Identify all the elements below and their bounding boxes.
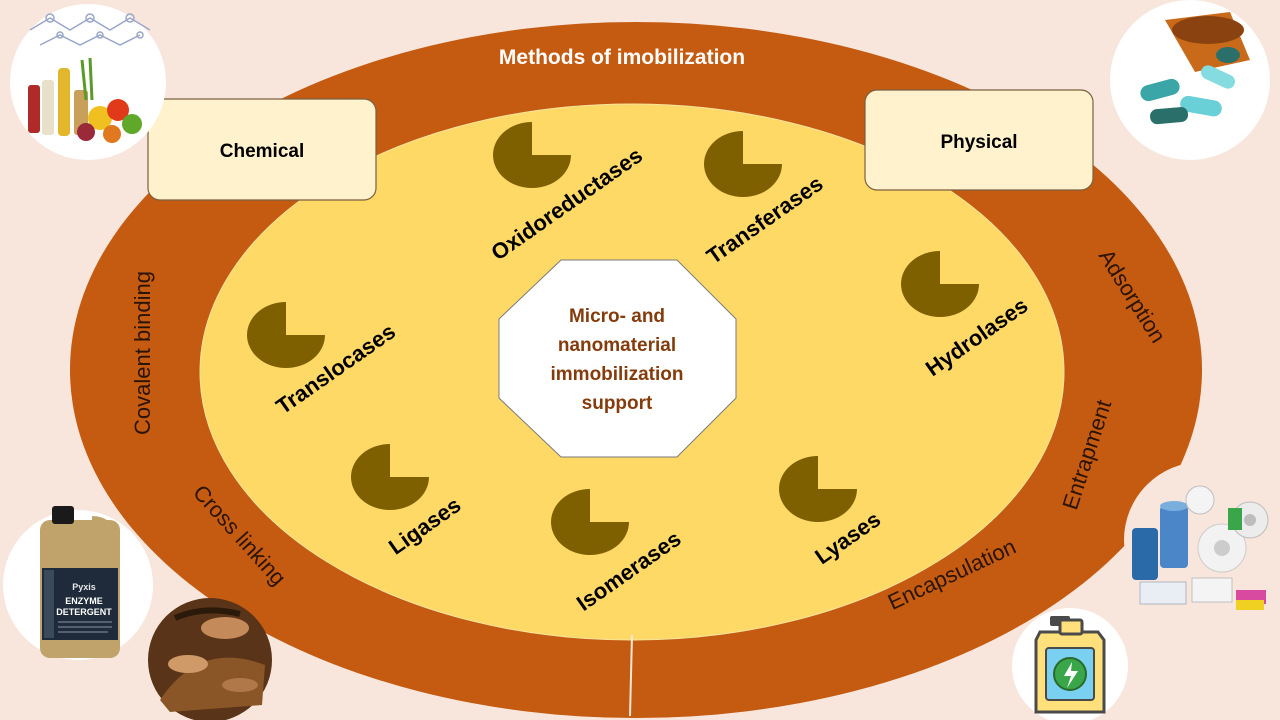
diagram-title: Methods of imobilization bbox=[499, 46, 745, 69]
center-octagon bbox=[498, 259, 737, 458]
pie-icon-transferases bbox=[704, 131, 782, 197]
paper-rolls-photo-icon bbox=[1124, 462, 1280, 618]
center-line-4: support bbox=[582, 393, 653, 414]
food-photo-icon bbox=[10, 4, 166, 160]
center-line-3: immobilization bbox=[551, 364, 684, 385]
ring-divider bbox=[629, 634, 633, 717]
chemical-box: Chemical bbox=[147, 98, 377, 201]
method-covalent-binding: Covalent binding bbox=[130, 271, 155, 435]
pie-icon-translocases bbox=[247, 302, 325, 368]
leather-crafting-photo-icon bbox=[148, 598, 272, 720]
pie-icon-hydrolases bbox=[901, 251, 979, 317]
detergent-label-1: ENZYME bbox=[65, 596, 103, 606]
chemical-label: Chemical bbox=[220, 141, 304, 162]
detergent-brand: Pyxis bbox=[72, 582, 96, 592]
center-line-2: nanomaterial bbox=[558, 335, 676, 356]
detergent-label-2: DETERGENT bbox=[56, 607, 112, 617]
pie-icon-lyases bbox=[779, 456, 857, 522]
detergent-bottle-photo-icon: Pyxis ENZYME DETERGENT bbox=[3, 506, 153, 660]
pie-icon-oxidoreductases bbox=[493, 122, 571, 188]
pie-icon-ligases bbox=[351, 444, 429, 510]
pie-icon-isomerases bbox=[551, 489, 629, 555]
capsules-photo-icon bbox=[1110, 0, 1270, 160]
physical-box: Physical bbox=[864, 89, 1094, 191]
biofuel-canister-icon bbox=[1012, 608, 1128, 720]
center-line-1: Micro- and bbox=[569, 306, 665, 327]
physical-label: Physical bbox=[940, 132, 1017, 153]
